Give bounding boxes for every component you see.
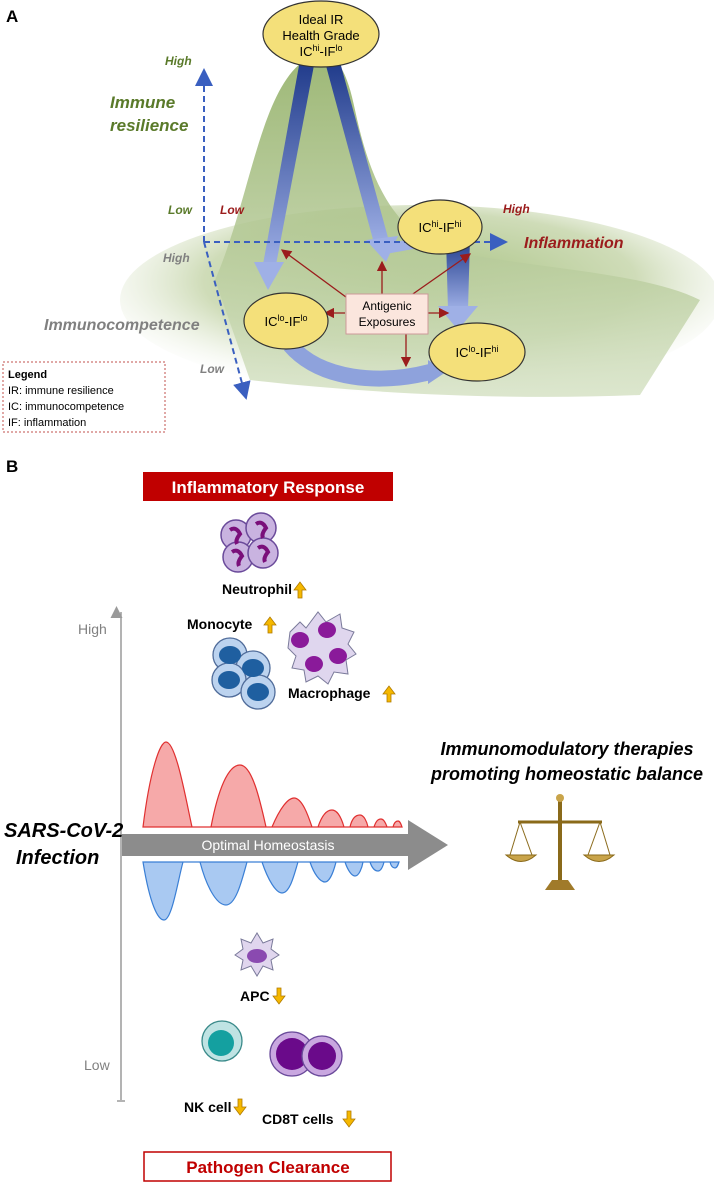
antigenic-arrows [280,249,472,368]
nk-down-arrow-icon [233,1098,247,1116]
antigenic-exposures-box [345,293,429,335]
macrophage-icon [287,611,357,685]
clearance-wave [142,861,400,921]
pathogen-clearance-banner [143,1151,392,1182]
legend-item: IF: inflammation [8,417,86,429]
inflammatory-response-banner [143,472,393,501]
inflammation-label: Inflammation [524,235,624,252]
infection-label: Infection [16,847,99,869]
legend-item: IR: immune resilience [8,385,114,397]
ichi-ifhi-node [397,199,483,255]
legend-title: Legend [8,369,47,381]
ideal-ir-state: IChi-IFlo [300,43,343,59]
apc-label: APC [240,988,270,1004]
macrophage-up-arrow-icon [382,685,396,703]
optimal-homeostasis-label: Optimal Homeostasis [201,837,334,853]
monocyte-up-arrow-icon [263,616,277,634]
immunocompetence-axis [203,241,251,400]
flow-arrow-bottom [283,339,433,387]
panel-b-label: B [6,457,18,476]
immune-resilience-label-2: resilience [110,116,188,135]
axis-high-label: High [78,621,107,637]
flow-arrow-middle [325,62,390,247]
nk-cell-icon [201,1020,243,1062]
ichi-ifhi-label: IChi-IFhi [419,219,462,235]
iclo-ifhi-node [428,322,526,382]
ic-low-label: Low [200,362,225,376]
neutrophil-icon [220,512,279,573]
neutrophil-up-arrow-icon [293,581,307,599]
immunocompetence-label: Immunocompetence [44,317,200,334]
antigenic-line-2: Exposures [359,315,416,329]
monocyte-icon [211,637,276,710]
cd8t-down-arrow-icon [342,1110,356,1128]
pathogen-clearance-label: Pathogen Clearance [186,1158,349,1177]
iclo-ifhi-label: IClo-IFhi [456,344,499,360]
therapies-line-2: promoting homeostatic balance [430,764,703,784]
inflammatory-wave [142,741,403,828]
ic-high-label: High [163,251,190,265]
ideal-ir-node [262,0,380,68]
scales-icon [504,794,616,890]
terrain-peak [215,54,700,397]
flow-arrow-left [262,60,315,270]
iclo-iflo-node [243,292,329,350]
therapies-line-1: Immunomodulatory therapies [440,739,693,759]
optimal-homeostasis-arrow [122,820,448,870]
panel-a-label: A [6,7,18,26]
legend-box [2,361,166,433]
if-low-label: Low [220,203,245,217]
neutrophil-label: Neutrophil [222,581,292,597]
sars-cov-2-label: SARS-CoV-2 [4,820,123,842]
ir-low-label: Low [168,203,193,217]
ideal-ir-line-2: Health Grade [282,28,359,43]
monocyte-label: Monocyte [187,616,253,632]
cd8t-cells-label: CD8T cells [262,1111,334,1127]
immune-resilience-label-1: Immune [110,93,175,112]
antigenic-line-1: Antigenic [362,299,411,313]
if-high-label: High [503,202,530,216]
apc-down-arrow-icon [272,987,286,1005]
legend-item: IC: immunocompetence [8,401,124,413]
cd8t-cells-icon [269,1031,343,1077]
nk-cell-label: NK cell [184,1099,231,1115]
apc-icon [234,932,280,977]
ir-high-label: High [165,54,192,68]
axis-low-label: Low [84,1057,111,1073]
macrophage-label: Macrophage [288,685,371,701]
ideal-ir-line-1: Ideal IR [299,12,344,27]
inflammatory-response-label: Inflammatory Response [172,478,365,497]
iclo-iflo-label: IClo-IFlo [265,313,308,329]
